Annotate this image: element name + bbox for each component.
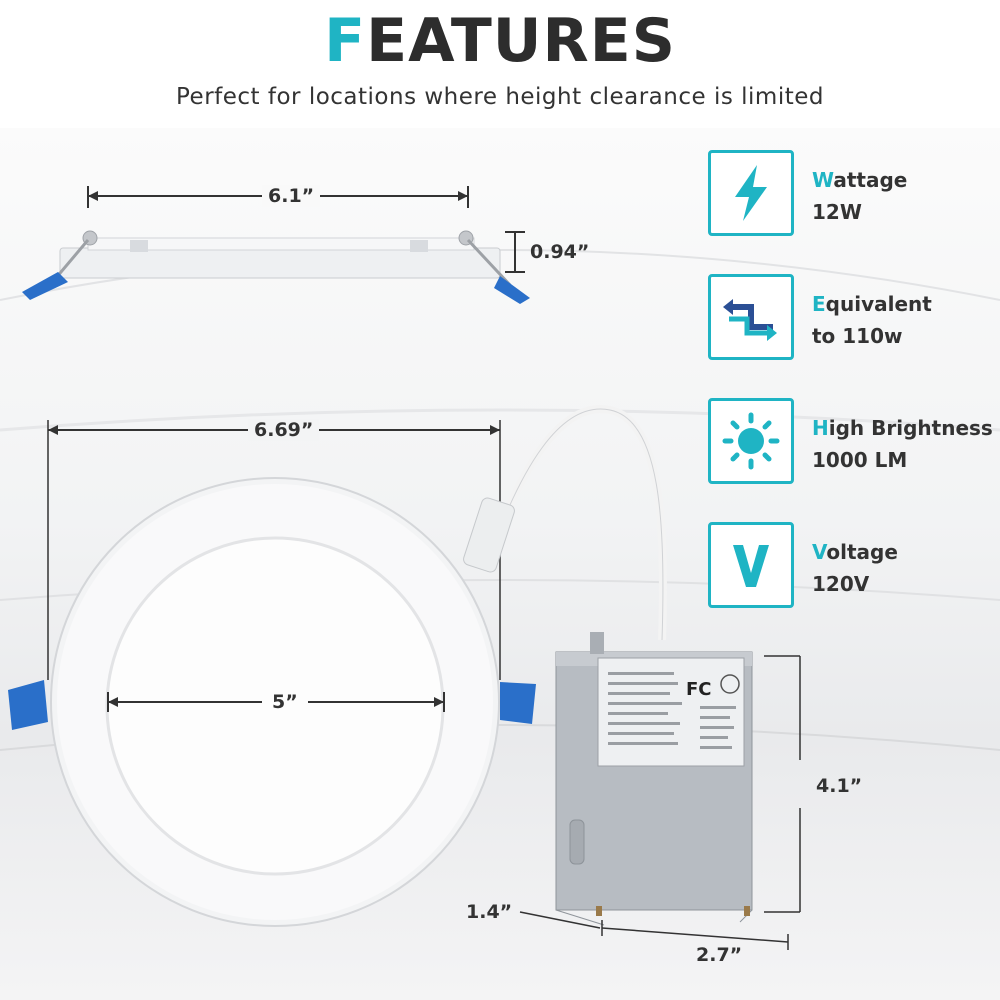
dim-line-box-depth [519, 911, 601, 929]
dim-top-width-label: 6.1” [262, 185, 321, 207]
feature-brightness: High Brightness 1000 LM [708, 398, 993, 490]
feature-equivalent: Equivalent to 110w [708, 274, 988, 366]
dim-outer-diameter-label: 6.69” [248, 419, 320, 441]
panel-clip-right [500, 682, 536, 724]
feature-icon-box [708, 398, 794, 484]
junction-box [555, 632, 753, 926]
feature-value: to 110w [812, 324, 903, 348]
dim-box-width-label: 2.7” [696, 944, 743, 966]
exchange-arrows-icon [723, 299, 777, 341]
feature-icon-box [708, 150, 794, 236]
lightning-bolt-icon [735, 165, 767, 221]
feature-name: Voltage [812, 540, 898, 564]
dim-inner-diameter-label: 5” [262, 691, 308, 713]
power-cable [484, 405, 667, 641]
spring-clip-left [22, 272, 68, 300]
spring-clip-right [494, 276, 530, 304]
feature-icon-box [708, 522, 794, 608]
feature-wattage: Wattage 12W [708, 150, 988, 242]
feature-value: 1000 LM [812, 448, 908, 472]
side-view-panel [22, 230, 530, 304]
dim-box-depth-label: 1.4” [466, 901, 513, 923]
dim-line-box-width [601, 927, 789, 943]
feature-name: High Brightness [812, 416, 993, 440]
header: FEATURES Perfect for locations where hei… [0, 0, 1000, 128]
certification-seal-icon [720, 674, 740, 694]
feature-voltage: Voltage 120V [708, 522, 988, 614]
feature-icon-box [708, 274, 794, 360]
dim-top-height-label: 0.94” [530, 241, 590, 263]
voltage-v-icon [733, 545, 769, 587]
feature-name: Wattage [812, 168, 908, 192]
dim-box-height-label: 4.1” [816, 775, 863, 797]
feature-name: Equivalent [812, 292, 932, 316]
sun-icon [722, 412, 780, 470]
feature-value: 12W [812, 200, 862, 224]
panel-clip-left [8, 680, 48, 730]
cable-connector [463, 497, 515, 573]
page-title: FEATURES [324, 6, 676, 76]
fcc-logo: FC [686, 679, 712, 700]
page-subtitle: Perfect for locations where height clear… [176, 84, 824, 110]
feature-value: 120V [812, 572, 870, 596]
